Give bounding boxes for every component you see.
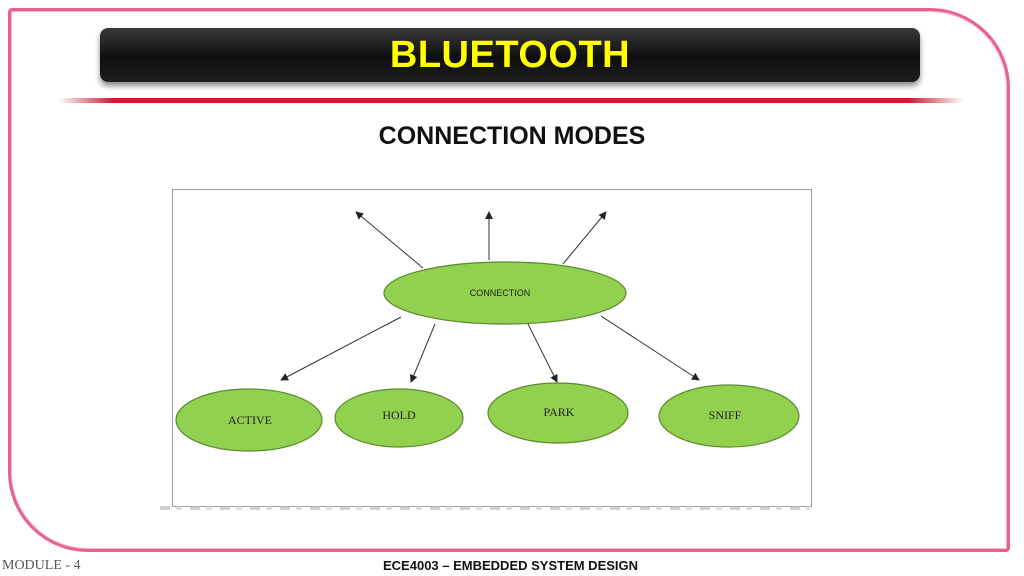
cropped-caption-remnant	[160, 506, 810, 510]
node-hold: HOLD	[334, 388, 464, 448]
arrow-up-right	[562, 211, 607, 265]
node-park-label: PARK	[544, 405, 575, 419]
slide-subtitle: CONNECTION MODES	[378, 122, 646, 150]
footer-course: ECE4003 – EMBEDDED SYSTEM DESIGN	[383, 558, 639, 573]
node-connection-label: CONNECTION	[470, 288, 531, 298]
node-park: PARK	[487, 382, 629, 444]
node-connection: CONNECTION	[383, 261, 627, 325]
arrow-to-active	[280, 316, 402, 381]
footer-module: MODULE - 4	[2, 558, 81, 573]
title-divider	[58, 98, 964, 103]
arrow-up-left	[355, 211, 424, 269]
node-sniff-label: SNIFF	[709, 408, 742, 422]
node-active: ACTIVE	[175, 388, 323, 452]
diagram-image: CONNECTION ACTIVE HOLD PARK SNIFF	[172, 189, 812, 507]
node-hold-label: HOLD	[382, 408, 416, 422]
title-bar: BLUETOOTH	[100, 28, 920, 82]
slide-title: BLUETOOTH	[389, 33, 631, 76]
arrow-to-sniff	[600, 315, 700, 381]
connection-modes-diagram: CONNECTION ACTIVE HOLD PARK SNIFF	[175, 211, 800, 452]
arrow-to-hold	[409, 323, 436, 383]
node-sniff: SNIFF	[658, 384, 800, 448]
node-active-label: ACTIVE	[228, 413, 272, 427]
arrow-to-park	[527, 323, 558, 383]
